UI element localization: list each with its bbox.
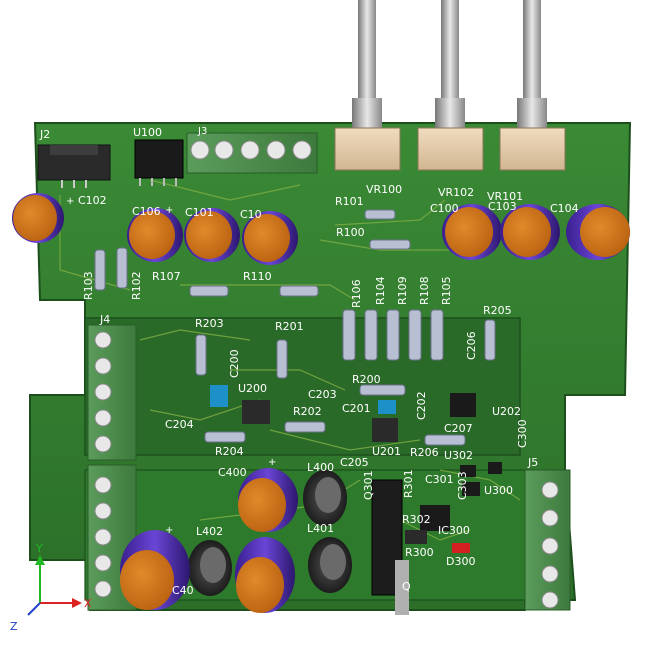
capacitor-c103[interactable] xyxy=(500,204,560,260)
potentiometer-vr101[interactable] xyxy=(499,0,566,171)
svg-text:+: + xyxy=(165,205,173,216)
label-r101: R101 xyxy=(335,195,364,208)
capacitor-c10x-left[interactable] xyxy=(12,193,64,243)
label-q: Q xyxy=(402,580,411,593)
label-c300: C300 xyxy=(516,419,529,448)
label-u300: U300 xyxy=(484,484,513,497)
label-c301: C301 xyxy=(425,473,454,486)
axis-y-label: Y xyxy=(35,542,43,555)
label-j2: J2 xyxy=(39,128,50,141)
label-l401: L401 xyxy=(307,522,334,535)
label-r103: R103 xyxy=(82,271,95,300)
label-ic300: IC300 xyxy=(438,524,470,537)
label-u302: U302 xyxy=(444,449,473,462)
label-r110: R110 xyxy=(243,270,272,283)
label-u201: U201 xyxy=(372,445,401,458)
label-c104: C104 xyxy=(550,202,579,215)
inductor-l401[interactable] xyxy=(308,537,352,593)
label-r107: R107 xyxy=(152,270,181,283)
label-r302: R302 xyxy=(402,513,431,526)
label-vr102: VR102 xyxy=(438,186,474,199)
label-c102: C102 xyxy=(78,194,107,207)
label-r106: R106 xyxy=(350,279,363,308)
terminal-block-j3[interactable] xyxy=(186,132,318,174)
polarity-marks: + + + + xyxy=(66,196,276,536)
inductor-l402[interactable] xyxy=(188,540,232,596)
label-c203: C203 xyxy=(308,388,337,401)
label-j5: J5 xyxy=(527,456,538,469)
capacitor-c101[interactable] xyxy=(184,208,240,262)
label-c10: C10 xyxy=(240,208,262,221)
connector-j2[interactable] xyxy=(37,144,111,188)
label-d300: D300 xyxy=(446,555,475,568)
label-c400: C400 xyxy=(218,466,247,479)
capacitor-c40x-left[interactable] xyxy=(120,530,190,610)
inductor-l400[interactable] xyxy=(303,470,347,526)
capacitor-c400[interactable] xyxy=(238,468,298,532)
label-c202: C202 xyxy=(415,391,428,420)
label-l400: L400 xyxy=(307,461,334,474)
capacitor-c104[interactable] xyxy=(566,204,630,260)
label-u100: U100 xyxy=(133,126,162,139)
label-c207: C207 xyxy=(444,422,473,435)
label-u202: U202 xyxy=(492,405,521,418)
svg-text:+: + xyxy=(268,457,276,468)
terminal-block-j4[interactable] xyxy=(87,324,137,461)
capacitor-c100[interactable] xyxy=(442,204,502,260)
svg-text:+: + xyxy=(66,196,74,207)
label-r108: R108 xyxy=(418,276,431,305)
transistor-q301[interactable] xyxy=(371,479,409,615)
label-c106: C106 xyxy=(132,205,161,218)
axis-x-label: X xyxy=(84,597,92,610)
label-r204: R204 xyxy=(215,445,244,458)
label-c201: C201 xyxy=(342,402,371,415)
smd-parts-middle xyxy=(210,385,502,553)
svg-text:+: + xyxy=(165,525,173,536)
label-r205: R205 xyxy=(483,304,512,317)
label-q301: Q301 xyxy=(362,470,375,500)
label-vr101: VR101 xyxy=(487,190,523,203)
ic-u100[interactable] xyxy=(134,139,184,186)
label-r202: R202 xyxy=(293,405,322,418)
label-c204: C204 xyxy=(165,418,194,431)
capacitor-c40x-middle[interactable] xyxy=(235,537,295,613)
capacitor-c10-right[interactable] xyxy=(242,211,298,265)
label-c200: C200 xyxy=(228,349,241,378)
label-c103: C103 xyxy=(488,200,517,213)
label-r200: R200 xyxy=(352,373,381,386)
potentiometer-vr102[interactable] xyxy=(417,0,484,171)
label-r301: R301 xyxy=(402,469,415,498)
label-c40: C40 xyxy=(172,584,194,597)
label-j4: J4 xyxy=(99,313,110,326)
terminal-block-j5[interactable] xyxy=(524,469,571,611)
potentiometer-vr100[interactable] xyxy=(334,0,401,171)
label-r100: R100 xyxy=(336,226,365,239)
label-r105: R105 xyxy=(440,276,453,305)
label-u200: U200 xyxy=(238,382,267,395)
label-r300: R300 xyxy=(405,546,434,559)
label-r102: R102 xyxy=(130,271,143,300)
resistors xyxy=(94,209,496,446)
axis-z-label: Z xyxy=(10,620,18,633)
label-c100: C100 xyxy=(430,202,459,215)
label-r203: R203 xyxy=(195,317,224,330)
label-r109: R109 xyxy=(396,276,409,305)
label-c101: C101 xyxy=(185,206,214,219)
label-r206: R206 xyxy=(410,446,439,459)
label-l402: L402 xyxy=(196,525,223,538)
capacitor-c106[interactable] xyxy=(127,208,183,262)
label-c205: C205 xyxy=(340,456,369,469)
label-j3: J3 xyxy=(197,126,207,137)
axis-triad[interactable]: Y X Z xyxy=(10,542,92,633)
label-vr100: VR100 xyxy=(366,183,402,196)
label-r104: R104 xyxy=(374,276,387,305)
label-c303: C303 xyxy=(456,471,469,500)
silkscreen-labels: J2 U100 J3 VR100 VR102 VR101 C102 C106 C… xyxy=(39,126,579,597)
label-c206: C206 xyxy=(465,331,478,360)
label-r201: R201 xyxy=(275,320,304,333)
